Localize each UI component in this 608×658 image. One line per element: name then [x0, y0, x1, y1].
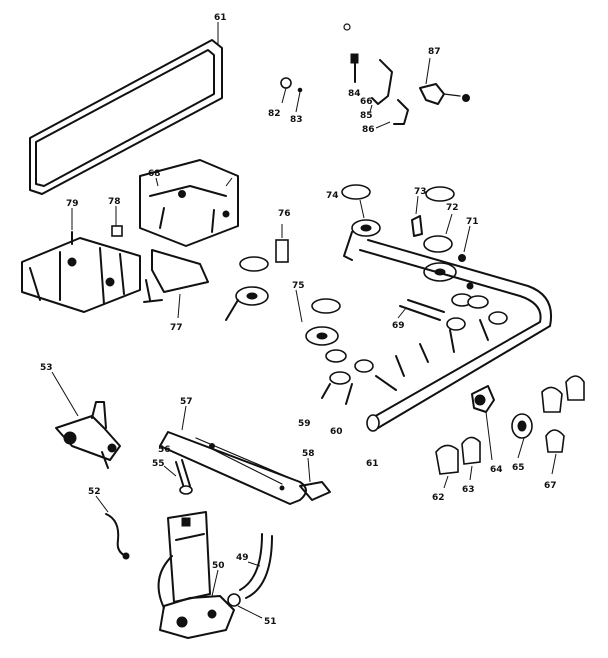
label-85: 85: [360, 111, 373, 121]
label-65: 65: [512, 463, 525, 473]
label-84: 84: [348, 89, 361, 99]
wire-part: [95, 495, 130, 560]
flexible-tube: [239, 533, 273, 599]
label-79: 79: [66, 199, 79, 209]
thermostat-assembly: [157, 511, 263, 639]
label-76: 76: [278, 209, 291, 219]
label-50: 50: [212, 561, 225, 571]
label-51: 51: [264, 617, 277, 627]
label-67: 67: [544, 481, 557, 491]
label-68: 68: [148, 169, 161, 179]
burner-assembly: [225, 184, 471, 346]
label-64: 64: [490, 465, 503, 475]
label-53: 53: [40, 363, 53, 373]
regulator-part: [51, 371, 121, 469]
label-77: 77: [170, 323, 183, 333]
ignitor-part: [275, 224, 289, 263]
label-58: 58: [302, 449, 315, 459]
label-61-bottom: 61: [366, 459, 379, 469]
label-62: 62: [432, 493, 445, 503]
label-55: 55: [152, 459, 165, 469]
air-shutter-part: [299, 457, 331, 501]
label-71: 71: [466, 217, 479, 227]
label-72: 72: [446, 203, 459, 213]
panel-frame-part: [29, 22, 223, 195]
label-73: 73: [414, 187, 427, 197]
label-78: 78: [108, 197, 121, 207]
label-56: 56: [158, 445, 171, 455]
switch-bracket-group: [343, 23, 470, 129]
knob-set: [435, 375, 585, 489]
small-screw-part: [280, 77, 303, 113]
label-52: 52: [88, 487, 101, 497]
label-69: 69: [392, 321, 405, 331]
label-61-top: 61: [214, 13, 227, 23]
label-59: 59: [298, 419, 311, 429]
label-83: 83: [290, 115, 303, 125]
label-82: 82: [268, 109, 281, 119]
label-74: 74: [326, 191, 339, 201]
label-49: 49: [236, 553, 249, 563]
label-63: 63: [462, 485, 475, 495]
manifold-pipe: [321, 239, 552, 432]
part-labels: 61 82 83 84 85 86 87 68 79 78 76 74 73 7…: [40, 13, 557, 627]
bracket-part: [143, 249, 209, 319]
label-86: 86: [362, 125, 375, 135]
left-valve-assembly: [21, 159, 239, 313]
orifice-part: [163, 459, 193, 495]
label-60: 60: [330, 427, 343, 437]
label-75: 75: [292, 281, 305, 291]
label-57: 57: [180, 397, 193, 407]
label-66: 66: [360, 97, 373, 107]
label-87: 87: [428, 47, 441, 57]
